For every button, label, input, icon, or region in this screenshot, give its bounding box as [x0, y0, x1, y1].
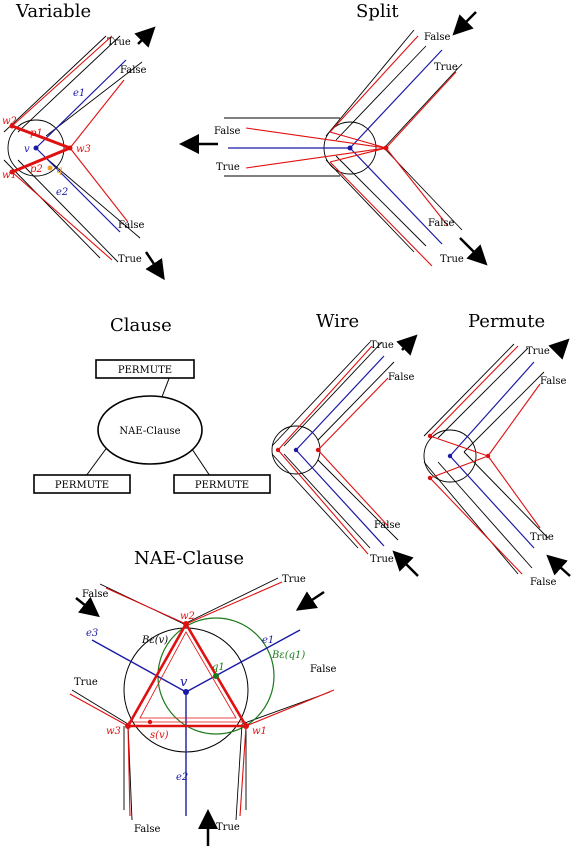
nae-s-v: s(v) — [150, 730, 169, 741]
permute-false-top: False — [540, 376, 567, 387]
nae-true-bottom: True — [216, 822, 240, 833]
var-false-bottom: False — [118, 220, 145, 231]
wire-false-top: False — [388, 372, 415, 383]
clause-box-top: PERMUTE — [118, 365, 172, 376]
nae-w1: w1 — [252, 726, 267, 737]
var-q: q — [56, 165, 62, 176]
var-false-top: False — [120, 65, 147, 76]
wire-gadget: Wire True False False True — [271, 311, 419, 577]
permute-true-top: True — [526, 346, 550, 357]
var-p1: p1 — [30, 128, 43, 139]
var-true-bottom: True — [118, 254, 142, 265]
nae-w2: w2 — [180, 611, 195, 622]
clause-title: Clause — [110, 315, 172, 336]
permute-true-bottom: True — [530, 532, 554, 543]
clause-box-right: PERMUTE — [195, 480, 249, 491]
var-w2: w2 — [2, 116, 17, 127]
permute-gadget: Permute True False True False — [423, 311, 571, 588]
var-v: v — [24, 144, 30, 155]
split-true-bottom: True — [440, 254, 464, 265]
variable-gadget: Variable w2 w1 — [2, 1, 165, 281]
wire-title: Wire — [316, 311, 359, 332]
nae-beps-q1: Bε(q1) — [271, 650, 305, 661]
var-w1: w1 — [2, 170, 17, 181]
split-gadget: Split False Tr — [179, 1, 488, 267]
permute-false-bottom: False — [530, 577, 557, 588]
clause-center-label: NAE-Clause — [119, 426, 180, 437]
nae-e3: e3 — [86, 628, 98, 639]
clause-box-left: PERMUTE — [55, 480, 109, 491]
nae-e1: e1 — [262, 635, 274, 646]
wire-true-bottom: True — [370, 554, 394, 565]
nae-true-left: True — [74, 677, 98, 688]
nae-true-topright: True — [282, 574, 306, 585]
nae-e2: e2 — [176, 772, 188, 783]
var-e1: e1 — [73, 88, 85, 99]
nae-beps-v: Bε(v) — [141, 635, 168, 646]
clause-gadget: Clause NAE-Clause PERMUTE PERMUTE PERMUT… — [33, 315, 271, 494]
wire-false-bottom: False — [374, 520, 401, 531]
permute-title: Permute — [468, 311, 545, 332]
split-title: Split — [356, 1, 399, 22]
var-w3: w3 — [76, 144, 91, 155]
nae-q1: q1 — [212, 662, 225, 673]
nae-w3: w3 — [106, 726, 121, 737]
nae-false-right: False — [310, 664, 337, 675]
split-true-top: True — [434, 62, 458, 73]
wire-true-top: True — [370, 340, 394, 351]
var-e2: e2 — [56, 187, 68, 198]
nae-false-topleft: False — [82, 589, 109, 600]
nae-clause-gadget: NAE-Clause — [69, 548, 337, 846]
split-false-top: False — [424, 32, 451, 43]
var-true-top: True — [107, 37, 131, 48]
split-false-bottom: False — [428, 218, 455, 229]
var-p2: p2 — [30, 164, 43, 175]
nae-title: NAE-Clause — [134, 548, 244, 569]
variable-title: Variable — [15, 1, 91, 22]
nae-false-bottom: False — [134, 824, 161, 835]
nae-v: v — [180, 675, 188, 690]
split-true-left: True — [216, 162, 240, 173]
split-false-left: False — [214, 126, 241, 137]
